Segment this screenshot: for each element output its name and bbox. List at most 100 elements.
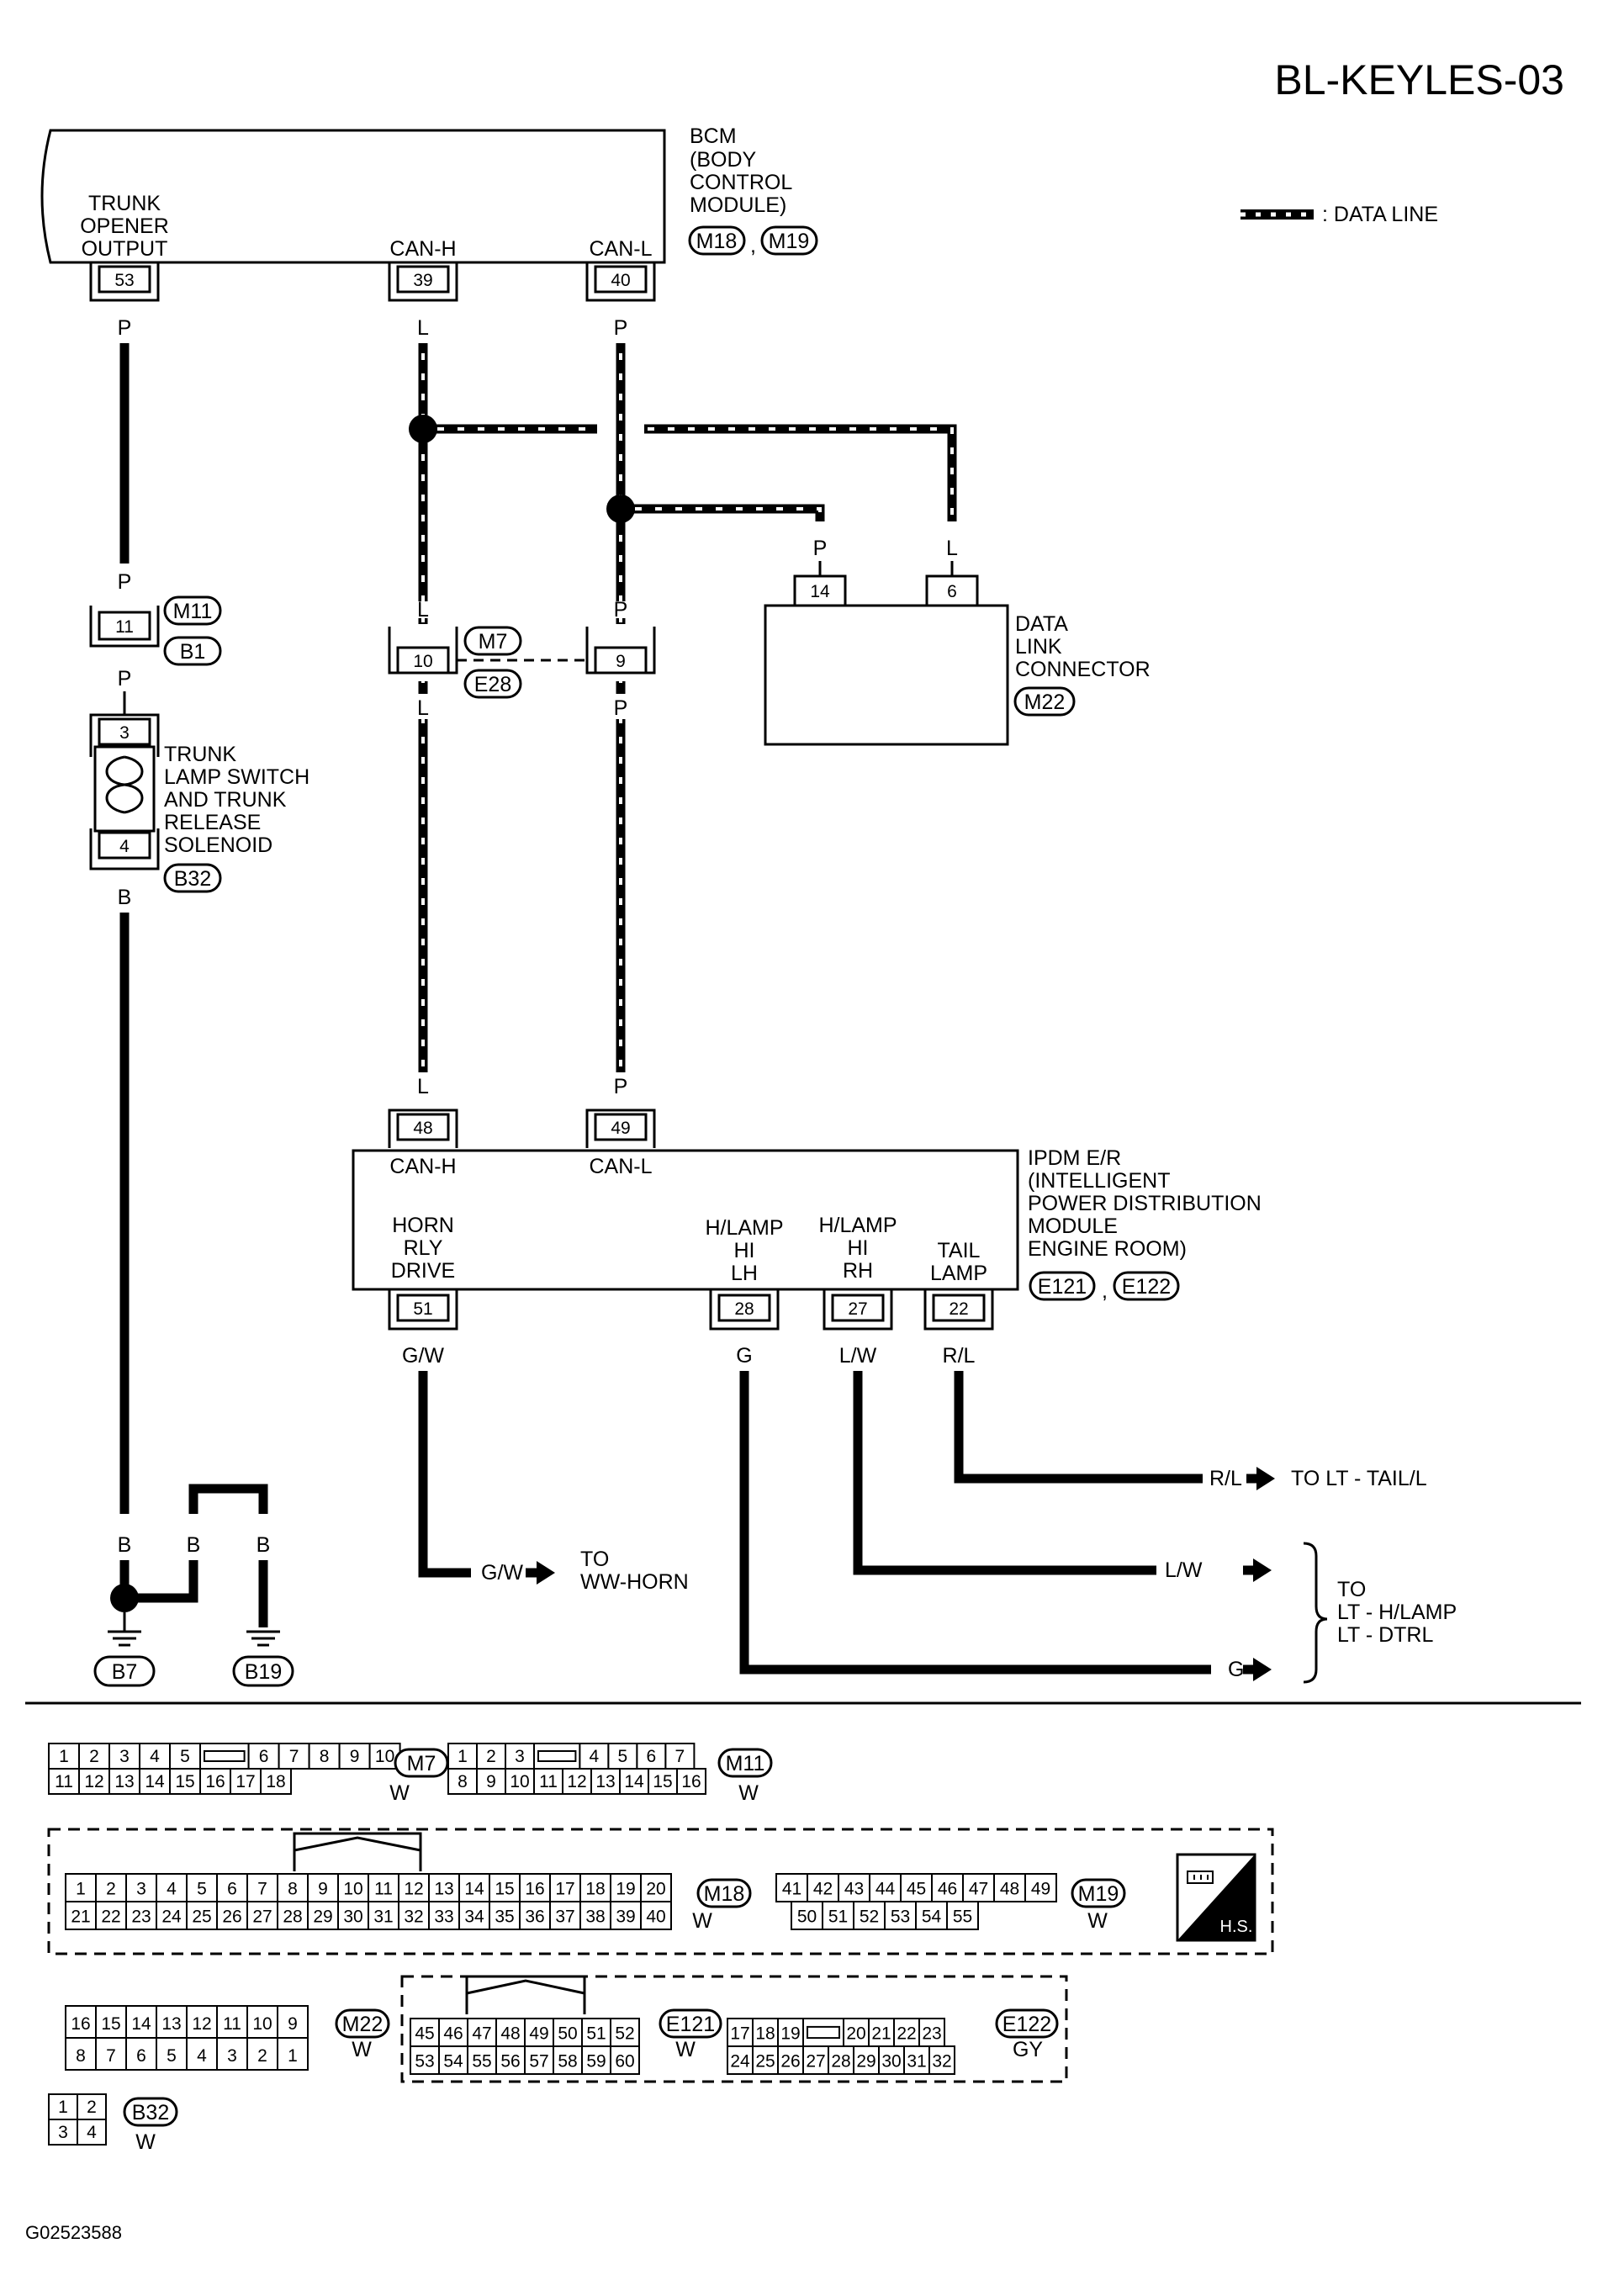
m22-cavity [216,2037,248,2071]
wire-color-p-4: P [614,316,628,340]
m22-cavity-number: 10 [252,2014,272,2034]
ipdm-title-4: MODULE [1028,1214,1118,1238]
m19-cavity-number: 43 [844,1879,864,1898]
e122-cavity-number: 24 [730,2051,750,2071]
e122-cavity-number: 32 [932,2051,951,2071]
m18-cavity [579,1901,611,1930]
m22-cavity [95,2005,127,2039]
m18-cavity-number: 29 [313,1907,332,1926]
bcm-title-2: (BODY [690,148,757,172]
m22-cavity-number: 2 [257,2046,267,2066]
e122-cavity [928,2045,955,2075]
m7-cavity-number: 15 [175,1772,194,1791]
m7-connector-color: W [389,1781,410,1805]
inline-pin-10: 10 [413,652,432,671]
wire-color-gw-1: G/W [402,1344,444,1368]
e121-cavity-number: 47 [472,2024,491,2043]
wire-color-rl-1: R/L [943,1344,976,1368]
e122-cavity [727,2045,754,2075]
m22-cavity-number: 13 [161,2014,181,2034]
m7-cavity-number: 2 [89,1747,99,1766]
e122-cavity-number: 29 [856,2051,875,2071]
m18-cavity-number: 27 [252,1907,272,1926]
b32-cavity [48,2119,78,2146]
connector-latch-hood [465,1975,586,2014]
wire-color-lw-1: L/W [839,1344,877,1368]
m18-cavity-number: 19 [616,1879,635,1898]
e122-cavity-number: 27 [806,2051,825,2071]
m18-cavity [549,1873,581,1902]
m11-cavity-number: 15 [653,1772,672,1791]
m22-cavity-number: 3 [227,2046,237,2066]
dlc-pin-14: 14 [810,582,830,601]
ipdm-pin-22: 22 [949,1299,968,1319]
data-line-legend-text: : DATA LINE [1322,203,1438,226]
wire-color-p-8: P [614,1075,628,1098]
m7-cavity-number: 17 [235,1772,255,1791]
m22-cavity-number: 15 [101,2014,120,2034]
m18-cavity [216,1901,248,1930]
solenoid-pin-4: 4 [119,837,130,856]
bcm-pin53-label-3: OUTPUT [82,237,168,261]
ipdm-connector-e121: E121 [1038,1275,1087,1299]
m22-cavity-number: 7 [106,2046,116,2066]
hs-badge: H.S. [1176,1853,1256,1942]
m18-cavity [95,1901,127,1930]
m18-cavity [610,1873,642,1902]
bcm-pin-39: 39 [413,271,432,290]
solenoid-label-5: SOLENOID [164,833,272,857]
m19-cavity-number: 46 [938,1879,957,1898]
ipdm-connector-e122: E122 [1122,1275,1171,1299]
inline-pin-9: 9 [616,652,626,671]
m11-cavity-number: 1 [458,1747,468,1766]
ipdm-hlamp-rh-label-3: RH [843,1259,873,1283]
m18-cavity-number: 23 [131,1907,151,1926]
m7-cavity-number: 18 [266,1772,285,1791]
m18-cavity-number: 12 [404,1879,423,1898]
data-link-connector: 14 6 DATA LINK CONNECTOR M22 [764,561,1151,746]
m7-cavity [139,1768,171,1795]
wire-color-p-1: P [118,316,132,340]
wire-color-l-3: L [417,598,429,622]
e122-cavity-number: 19 [780,2024,800,2043]
m22-cavity [246,2037,278,2071]
ipdm-tail-label-1: TAIL [938,1239,981,1262]
m11-cavity [676,1768,706,1795]
m18-cavity-number: 24 [161,1907,182,1926]
m18-cavity-number: 40 [646,1907,665,1926]
e122-cavity-number: 25 [755,2051,775,2071]
m18-cavity-number: 31 [373,1907,393,1926]
wire-color-p-3: P [118,667,132,691]
ipdm-connectors-group [400,1975,1068,2083]
e122-cavity-number: 17 [730,2024,749,2043]
m22-connector-name: M22 [342,2013,384,2036]
m18-cavity-number: 1 [76,1879,86,1898]
m22-cavity [277,2037,309,2071]
horn-destination-2: WW-HORN [580,1570,689,1594]
m19-cavity-number: 55 [953,1907,972,1926]
m19-cavity-number: 48 [1000,1879,1019,1898]
m22-cavity [186,2005,218,2039]
m7-cavity [247,1743,280,1770]
data-line-legend: : DATA LINE [1240,203,1438,226]
e121-cavity [581,2018,611,2047]
m7-cavity [230,1768,262,1795]
wire-color-gw-2: G/W [481,1561,523,1585]
m19-cavity [791,1901,823,1930]
m22-connector-color: W [352,2038,372,2061]
wire-color-l-2: L [946,537,958,560]
e122-cavity-number: 22 [897,2024,916,2043]
wire-color-p-7: P [614,696,628,720]
m18-cavity-number: 22 [101,1907,120,1926]
ipdm-hlamp-lh-label-1: H/LAMP [705,1216,783,1240]
e122-lock-tab [807,2025,840,2040]
e121-cavity [524,2018,554,2047]
m18-cavity-number: 32 [404,1907,423,1926]
wire-color-l-1: L [417,316,429,340]
m18-cavity-number: 26 [222,1907,241,1926]
e121-connector-name: E121 [666,2013,715,2036]
ipdm-title-5: ENGINE ROOM) [1028,1237,1187,1261]
m19-cavity-number: 52 [860,1907,879,1926]
m18-cavity [277,1901,309,1930]
m18-connector-tag [696,1878,752,1908]
